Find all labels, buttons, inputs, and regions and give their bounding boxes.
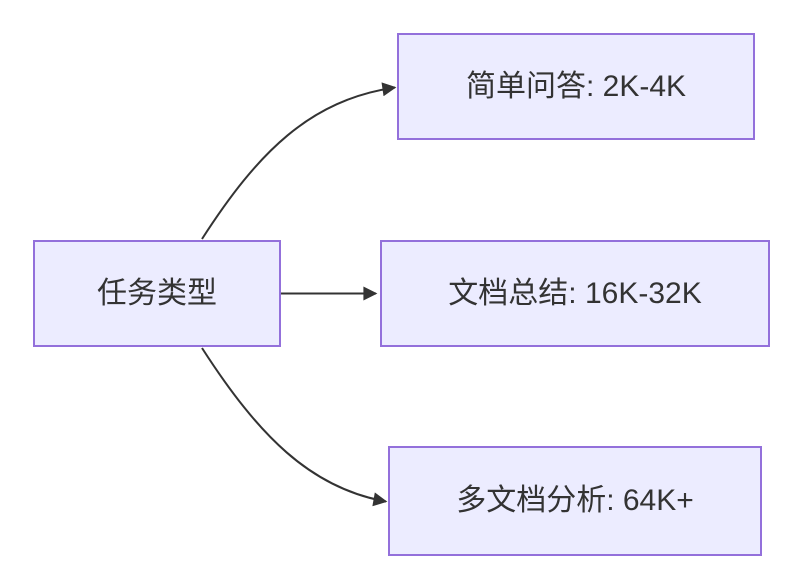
node-multi-doc-analysis-label: 多文档分析: 64K+: [456, 484, 694, 517]
node-doc-summary: 文档总结: 16K-32K: [380, 240, 770, 347]
edge-task-type-to-multi-doc-analysis: [201, 347, 388, 507]
node-doc-summary-label: 文档总结: 16K-32K: [448, 276, 702, 310]
edge-task-type-to-simple-qa: [201, 82, 397, 240]
node-simple-qa: 简单问答: 2K-4K: [397, 33, 755, 140]
node-task-type: 任务类型: [33, 240, 281, 347]
node-multi-doc-analysis: 多文档分析: 64K+: [388, 446, 762, 556]
node-simple-qa-label: 简单问答: 2K-4K: [465, 69, 687, 103]
node-task-type-label: 任务类型: [97, 276, 217, 310]
